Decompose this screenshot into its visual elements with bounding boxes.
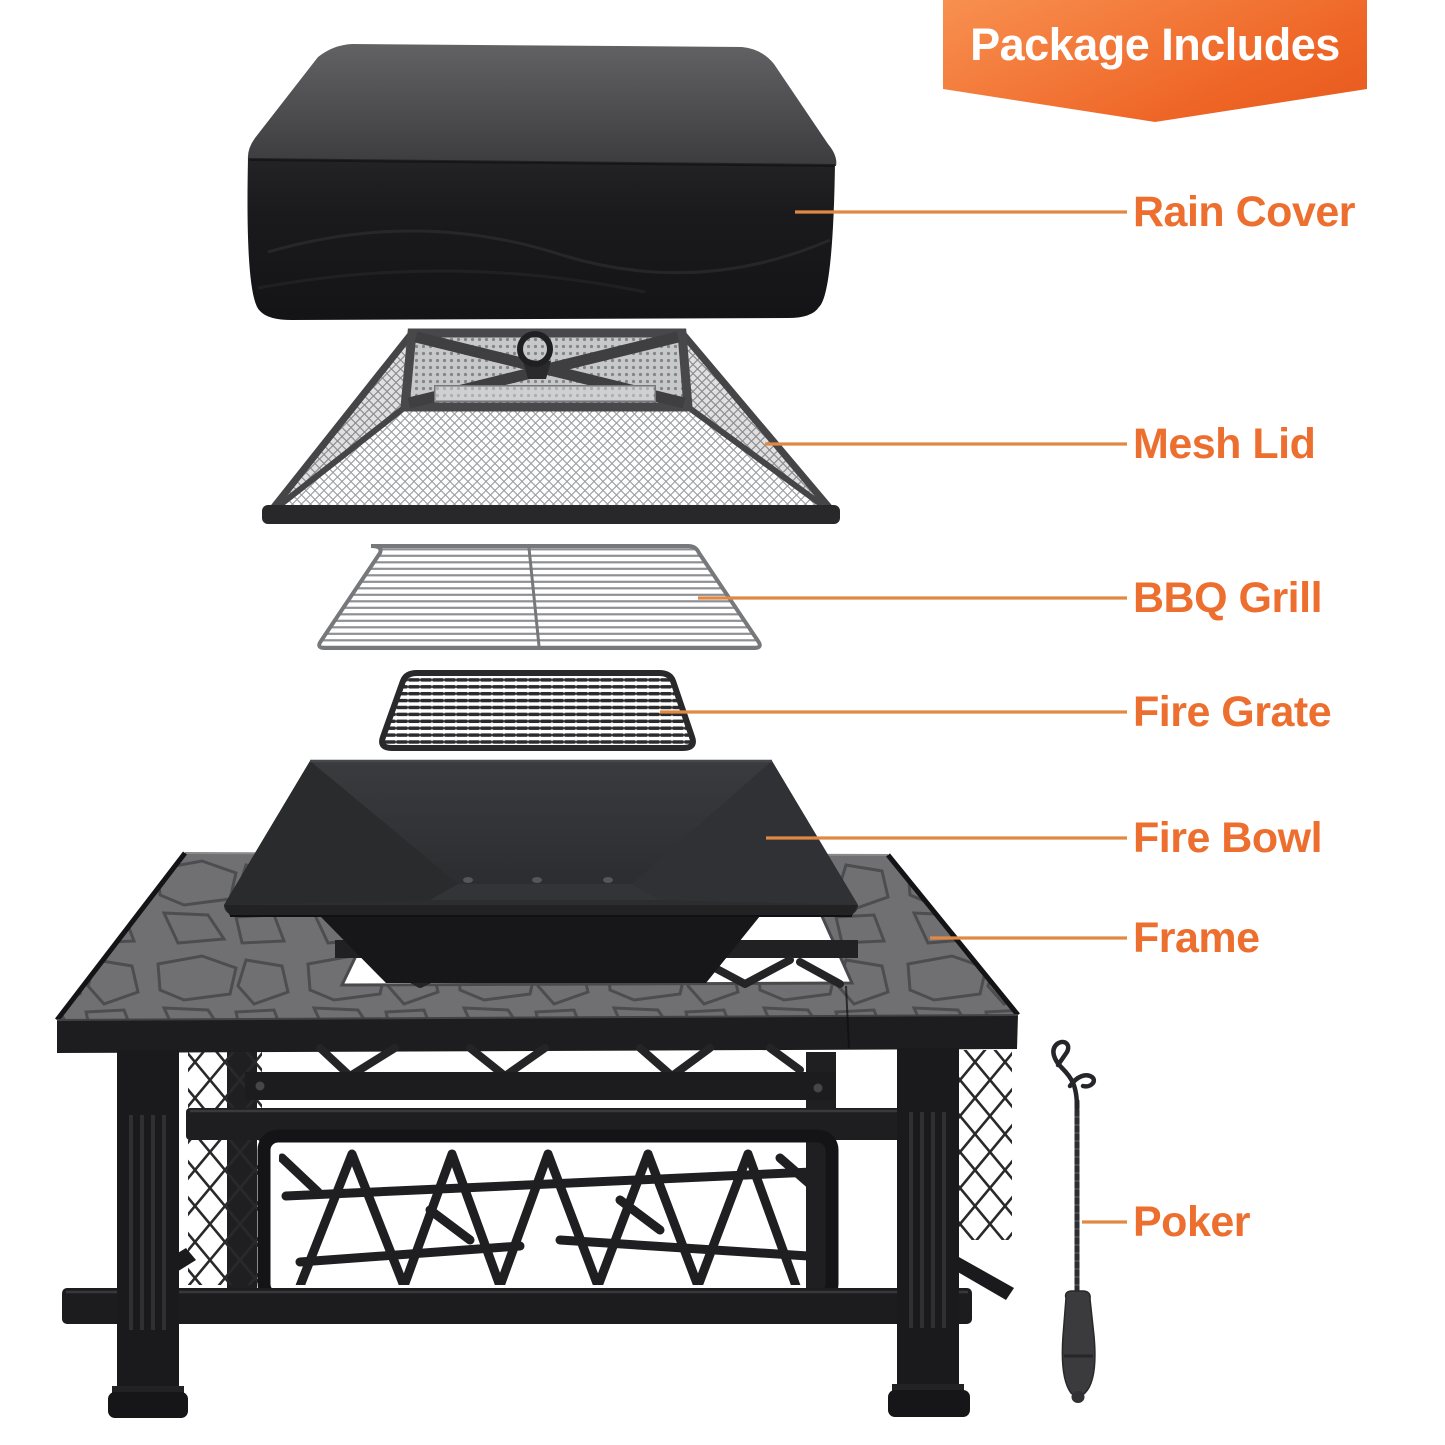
- poker-image: [1051, 1039, 1097, 1403]
- rain-cover-image: [247, 44, 837, 320]
- frame-front-band: [56, 985, 1019, 1053]
- callout-lines: [660, 210, 1127, 1224]
- callout-label-fire-bowl: Fire Bowl: [1133, 814, 1323, 862]
- callout-label-fire-grate: Fire Grate: [1133, 688, 1332, 736]
- callout-label-poker: Poker: [1133, 1198, 1251, 1246]
- callout-label-rain-cover: Rain Cover: [1133, 188, 1356, 236]
- bbq-grill-image: [317, 544, 762, 650]
- mesh-lid-image: [262, 328, 840, 524]
- callout-label-frame: Frame: [1133, 914, 1260, 962]
- banner-title: Package Includes: [970, 19, 1340, 70]
- callout-label-bbq-grill: BBQ Grill: [1133, 574, 1323, 622]
- callout-label-mesh-lid: Mesh Lid: [1133, 420, 1316, 468]
- fire-bowl-image: [224, 759, 858, 983]
- frame-under-structure: [62, 1044, 1014, 1324]
- frame-legs: [108, 1048, 970, 1418]
- fire-grate-image: [379, 670, 696, 751]
